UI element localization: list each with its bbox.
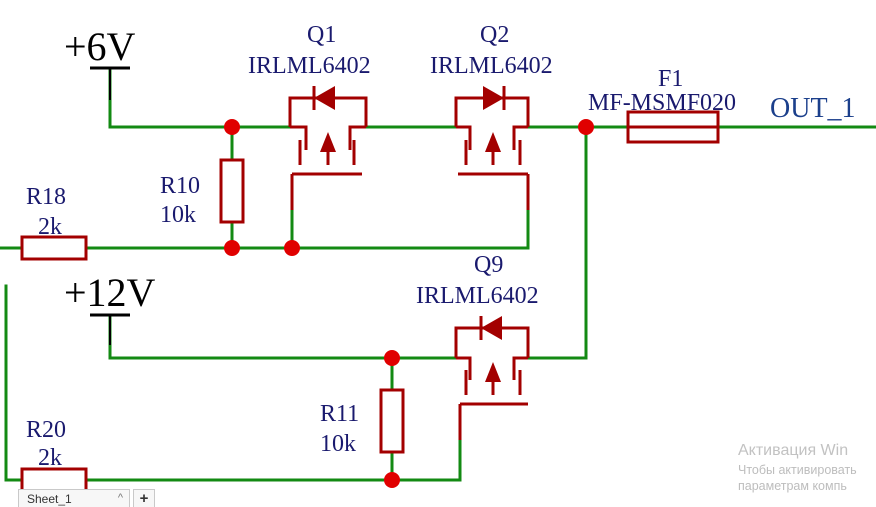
q1-part-label: IRLML6402 [248, 53, 371, 79]
q1-source-lead [290, 125, 308, 150]
q1-diode-icon [314, 86, 335, 110]
activation-watermark: Активация Win Чтобы активировать парамет… [738, 440, 857, 495]
junction-dot [578, 119, 594, 135]
junction-dot [224, 119, 240, 135]
q2-diode-icon [483, 86, 504, 110]
wire-12v-rail [108, 316, 458, 360]
r20-ref-label: R20 [26, 417, 66, 443]
watermark-line-2: Чтобы активировать [738, 462, 857, 477]
q9-mosfet[interactable] [454, 316, 530, 440]
r11-value-label: 10k [320, 431, 356, 457]
q2-arrow-icon [485, 132, 501, 152]
r11-resistor[interactable] [379, 388, 405, 454]
net-label-out[interactable]: OUT_1 [770, 93, 856, 124]
watermark-line-1: Активация Win [738, 442, 849, 459]
sheet-tab-bar: Sheet_1 ^ + [18, 489, 155, 507]
sheet-tab[interactable]: Sheet_1 ^ [18, 489, 130, 507]
q9-source-lead [456, 356, 472, 380]
r18-ref-label: R18 [26, 184, 66, 210]
q9-part-label: IRLML6402 [416, 283, 539, 309]
q1-ref-label: Q1 [307, 22, 336, 48]
q9-diode-icon [481, 316, 502, 340]
add-sheet-button[interactable]: + [133, 489, 155, 507]
q2-part-label: IRLML6402 [430, 53, 553, 79]
r18-resistor[interactable] [20, 235, 88, 261]
r11-ref-label: R11 [320, 401, 359, 427]
q1-drain-lead [348, 125, 366, 150]
wire-left-vertical [4, 284, 24, 482]
r10-value-label: 10k [160, 202, 196, 228]
q9-drain-lead [512, 356, 528, 380]
r10-resistor[interactable] [219, 158, 245, 224]
power-6v[interactable]: +6V [64, 24, 136, 100]
component-labels: Q1 IRLML6402 Q2 IRLML6402 Q9 IRLML6402 F… [26, 22, 856, 471]
junction-dot [224, 240, 240, 256]
q2-ref-label: Q2 [480, 22, 509, 48]
q9-arrow-icon [485, 362, 501, 382]
r18-value-label: 2k [38, 214, 62, 240]
q2-drain-lead [512, 125, 528, 150]
power-6v-label: +6V [64, 24, 136, 69]
f1-part-label: MF-MSMF020 [588, 90, 736, 116]
r20-value-label: 2k [38, 445, 62, 471]
q1-mosfet[interactable] [288, 86, 368, 210]
r10-ref-label: R10 [160, 173, 200, 199]
q2-mosfet[interactable] [454, 86, 530, 210]
q1-arrow-icon [320, 132, 336, 152]
power-12v[interactable]: +12V [64, 270, 156, 345]
q9-ref-label: Q9 [474, 252, 503, 278]
chevron-up-icon[interactable]: ^ [117, 492, 123, 504]
q2-source-lead [456, 125, 472, 150]
resistors [20, 110, 720, 493]
watermark-line-3: параметрам компь [738, 479, 847, 494]
sheet-tab-label: Sheet_1 [27, 491, 72, 506]
junction-dot [384, 350, 400, 366]
r20-resistor[interactable] [20, 467, 88, 493]
wire-out-to-q9 [526, 125, 588, 360]
junction-dot [284, 240, 300, 256]
power-12v-label: +12V [64, 270, 156, 315]
junction-dot [384, 472, 400, 488]
junctions [224, 119, 594, 488]
f1-ref-label: F1 [658, 66, 683, 92]
